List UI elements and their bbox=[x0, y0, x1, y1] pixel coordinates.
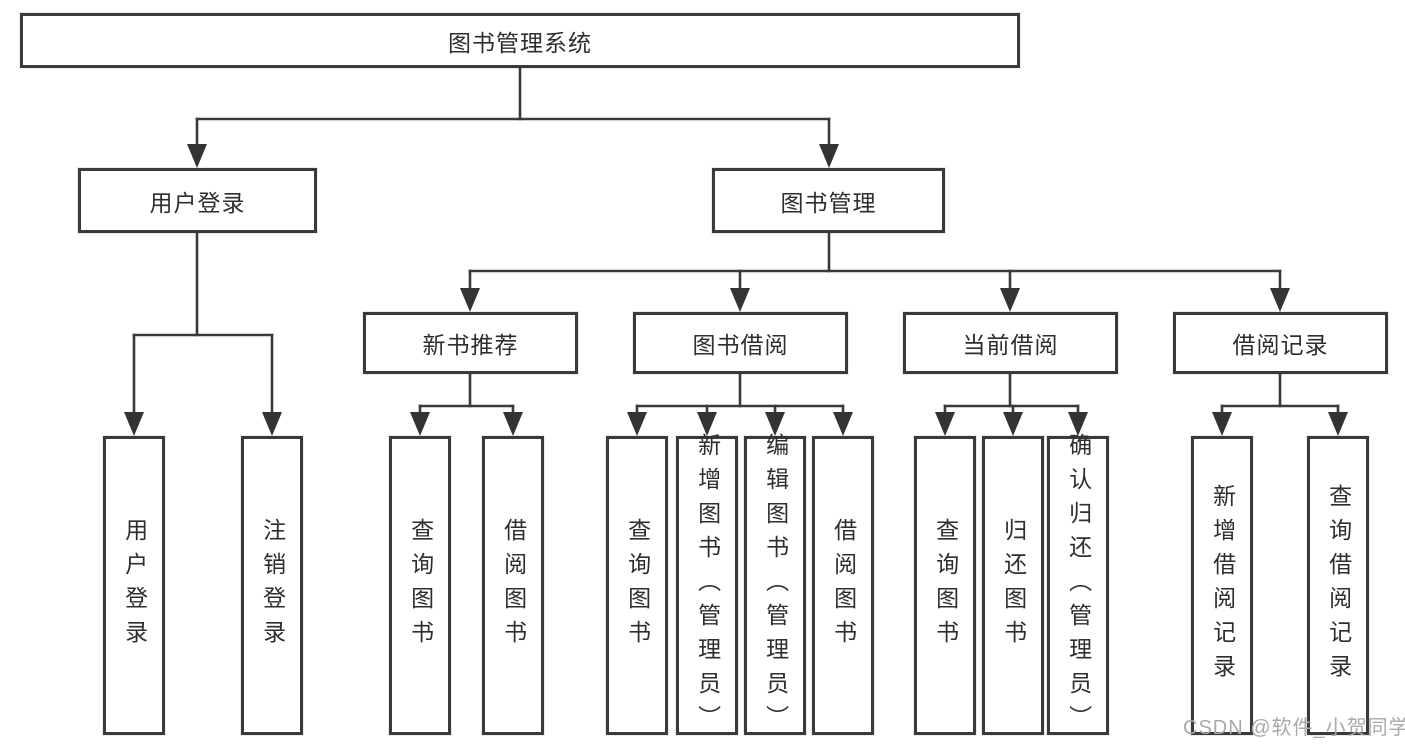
leaf-add-books-admin: 新增图书（管理员） bbox=[676, 433, 738, 739]
leaf-borrow-books: 借阅图书 bbox=[812, 436, 874, 735]
node-borrow-record-label: 借阅记录 bbox=[1232, 332, 1329, 358]
leaf-borrow-books-recommend-label: 借阅图书 bbox=[500, 517, 527, 654]
node-user-login-label: 用户登录 bbox=[149, 189, 246, 216]
node-current-borrow: 当前借阅 bbox=[903, 312, 1118, 374]
node-borrow-record: 借阅记录 bbox=[1173, 312, 1388, 374]
arrowheads bbox=[124, 144, 1348, 436]
leaf-edit-books-admin: 编辑图书（管理员） bbox=[744, 433, 806, 739]
leaf-edit-books-admin-label: 编辑图书（管理员） bbox=[762, 432, 789, 739]
watermark: CSDN @软件_小贺同学 bbox=[1183, 717, 1405, 739]
leaf-query-borrow-record: 查询借阅记录 bbox=[1307, 436, 1369, 735]
leaf-query-books-recommend: 查询图书 bbox=[389, 436, 451, 735]
leaf-query-books-borrow: 查询图书 bbox=[606, 436, 668, 735]
leaf-return-books: 归还图书 bbox=[982, 436, 1044, 735]
node-new-book-recommend: 新书推荐 bbox=[363, 312, 578, 374]
node-book-management-label: 图书管理 bbox=[780, 189, 877, 216]
node-user-login: 用户登录 bbox=[78, 168, 317, 233]
leaf-user-login-label: 用户登录 bbox=[121, 517, 148, 654]
node-current-borrow-label: 当前借阅 bbox=[962, 332, 1059, 358]
leaf-query-books-current: 查询图书 bbox=[914, 436, 976, 735]
node-root-system-label: 图书管理系统 bbox=[448, 29, 592, 56]
node-book-management: 图书管理 bbox=[712, 168, 945, 233]
leaf-borrow-books-label: 借阅图书 bbox=[830, 517, 857, 654]
leaf-query-borrow-record-label: 查询借阅记录 bbox=[1325, 483, 1352, 688]
leaf-confirm-return-admin-label: 确认归还（管理员） bbox=[1065, 432, 1092, 739]
leaf-logout-label: 注销登录 bbox=[259, 517, 286, 654]
leaf-query-books-borrow-label: 查询图书 bbox=[624, 517, 651, 654]
leaf-add-borrow-record-label: 新增借阅记录 bbox=[1209, 483, 1236, 688]
leaf-logout: 注销登录 bbox=[241, 436, 303, 735]
leaf-add-books-admin-label: 新增图书（管理员） bbox=[694, 432, 721, 739]
leaf-query-books-current-label: 查询图书 bbox=[932, 517, 959, 654]
leaf-borrow-books-recommend: 借阅图书 bbox=[482, 436, 544, 735]
leaf-add-borrow-record: 新增借阅记录 bbox=[1191, 436, 1253, 735]
node-book-borrow-label: 图书借阅 bbox=[692, 332, 789, 358]
node-book-borrow: 图书借阅 bbox=[633, 312, 848, 374]
node-new-book-recommend-label: 新书推荐 bbox=[422, 332, 519, 358]
leaf-confirm-return-admin: 确认归还（管理员） bbox=[1047, 433, 1109, 739]
leaf-return-books-label: 归还图书 bbox=[1000, 517, 1027, 654]
leaf-user-login: 用户登录 bbox=[103, 436, 165, 735]
node-root-system: 图书管理系统 bbox=[20, 13, 1020, 68]
leaf-query-books-recommend-label: 查询图书 bbox=[407, 517, 434, 654]
